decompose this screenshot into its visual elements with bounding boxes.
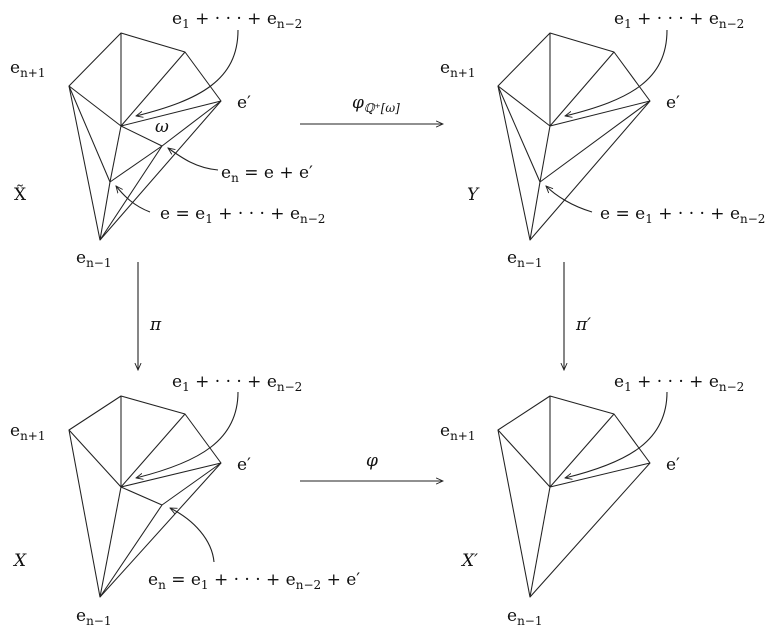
map-label-bottom: φ: [366, 451, 378, 471]
annotation-en-full-sum: en = e1 + · · · + en−2 + e′: [148, 570, 360, 592]
space-label-x-prime: X′: [460, 551, 478, 571]
vertex-label-e-n-plus-1: en+1: [10, 58, 45, 80]
space-label-x-tilde: X̃: [14, 185, 27, 205]
vertex-label-e-n-plus-1-x: en+1: [10, 421, 45, 443]
vertex-label-e-n-plus-1-xp: en+1: [440, 421, 475, 443]
vertex-label-omega: ω: [155, 117, 169, 137]
map-arrow-right: π′: [564, 262, 591, 370]
map-arrow-left: π: [138, 262, 162, 370]
pointer-arrows-x-prime: [565, 391, 668, 478]
vertex-label-e-n-plus-1-y: en+1: [440, 58, 475, 80]
polytope-x-tilde: [68, 32, 222, 241]
map-label-left: π: [149, 315, 162, 335]
polytope-y: [497, 32, 651, 241]
vertex-label-e-prime: e′: [237, 93, 251, 113]
annotation-sum-bottom-right: e1 + · · · + en−2: [614, 372, 744, 394]
annotation-e-definition-left: e = e1 + · · · + en−2: [160, 204, 325, 226]
vertex-label-e-n-minus-1-xp: en−1: [507, 606, 542, 628]
map-label-right: π′: [575, 315, 591, 335]
map-arrow-bottom: φ: [300, 451, 443, 481]
annotation-sum-bottom-left: e1 + · · · + en−2: [172, 372, 302, 394]
pointer-arrows-x: [136, 391, 239, 563]
map-label-top: φℚ⁺[ω]: [352, 93, 400, 115]
annotation-sum-top-left: e1 + · · · + en−2: [172, 9, 302, 31]
pointer-arrows-y: [546, 29, 668, 213]
vertex-label-e-prime-x: e′: [237, 455, 251, 475]
vertex-label-e-prime-xp: e′: [666, 455, 680, 475]
annotation-sum-top-right: e1 + · · · + en−2: [614, 9, 744, 31]
vertex-label-e-n-minus-1: en−1: [76, 248, 111, 270]
annotation-en-equals-e-plus-eprime: en = e + e′: [221, 163, 313, 185]
annotation-e-definition-right: e = e1 + · · · + en−2: [600, 204, 765, 226]
vertex-label-e-n-minus-1-y: en−1: [507, 248, 542, 270]
vertex-label-e-n-minus-1-x: en−1: [76, 606, 111, 628]
polytope-x: [68, 395, 222, 598]
vertex-label-e-prime-y: e′: [666, 93, 680, 113]
pointer-arrows-x-tilde: [116, 29, 239, 213]
polytope-x-prime: [497, 395, 651, 598]
space-label-y: Y: [467, 185, 480, 205]
map-arrow-top: φℚ⁺[ω]: [300, 93, 443, 124]
space-label-x: X: [12, 551, 27, 571]
